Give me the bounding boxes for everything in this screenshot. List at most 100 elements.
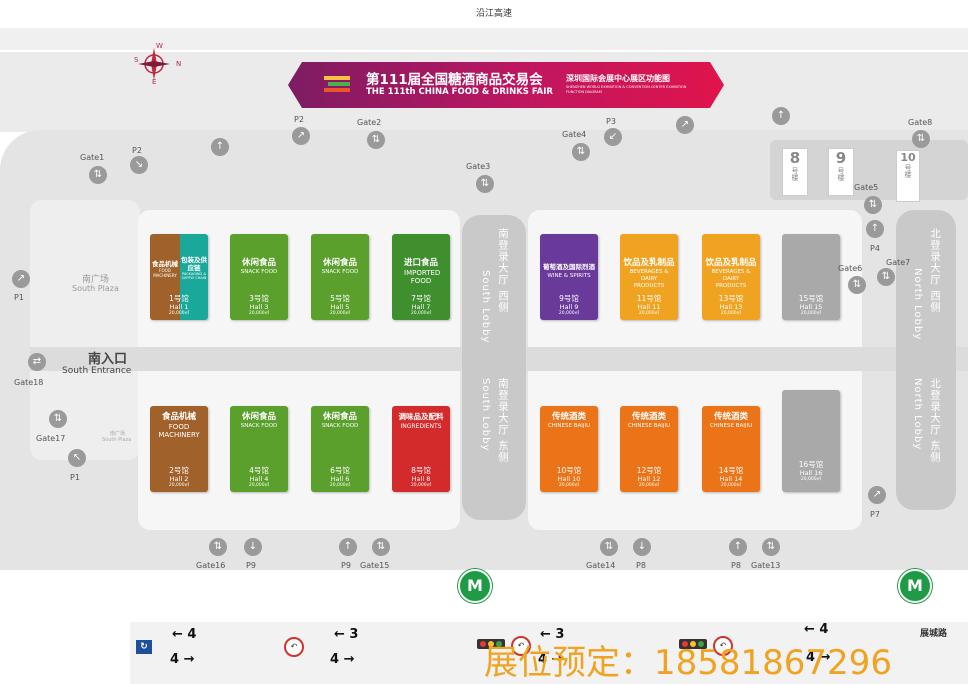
hall-8-en: INGREDIENTS bbox=[400, 423, 442, 430]
hall-5-cn: 休闲食品 bbox=[322, 258, 357, 268]
gate16-icon[interactable]: ⇅ bbox=[209, 538, 227, 556]
south-lobby-east-en: South Lobby bbox=[480, 378, 491, 452]
hall-1[interactable]: 食品机械 FOOD MACHINERY 包装及供应链 PACKAGING & S… bbox=[150, 234, 208, 320]
hall-1-number: 1号馆 bbox=[169, 294, 189, 303]
compass-w: W bbox=[156, 42, 163, 50]
gate6-icon[interactable]: ⇅ bbox=[848, 276, 866, 294]
metro-icon[interactable]: M bbox=[458, 569, 492, 603]
parking-up-icon-1[interactable]: ↑ bbox=[211, 138, 229, 156]
hall-7[interactable]: 进口食品 IMPORTED FOOD 7号馆 Hall 7 20,000㎡ bbox=[392, 234, 450, 320]
lane-4-count: 4 bbox=[330, 652, 340, 667]
gate4-icon[interactable]: ⇅ bbox=[572, 143, 590, 161]
parking-p2b-label: P2 bbox=[294, 115, 304, 124]
hall-14[interactable]: 传统酒类 CHINESE BAIJIU 14号馆 Hall 14 20,000㎡ bbox=[702, 406, 760, 492]
gate1-icon[interactable]: ⇅ bbox=[89, 166, 107, 184]
hall-3-name: Hall 3 bbox=[249, 303, 269, 311]
gate8-label: Gate8 bbox=[908, 118, 933, 127]
hall-6[interactable]: 休闲食品 SNACK FOOD 6号馆 Hall 6 20,000㎡ bbox=[311, 406, 369, 492]
hall-8-number: 8号馆 bbox=[411, 466, 431, 475]
gate18-icon[interactable]: ⇄ bbox=[28, 353, 46, 371]
gate16-label: Gate16 bbox=[196, 561, 226, 570]
hall-14-en: CHINESE BAIJIU bbox=[709, 423, 753, 429]
gate7-icon[interactable]: ⇅ bbox=[877, 268, 895, 286]
hall-6-name: Hall 6 bbox=[330, 475, 350, 483]
gate15-icon[interactable]: ⇅ bbox=[372, 538, 390, 556]
hall-9[interactable]: 葡萄酒及国际烈酒 WINE & SPIRITS 9号馆 Hall 9 20,00… bbox=[540, 234, 598, 320]
parking-p8b-label: P8 bbox=[731, 561, 741, 570]
gate8-icon[interactable]: ⇅ bbox=[912, 130, 930, 148]
parking-p3-icon[interactable]: ↙ bbox=[604, 128, 622, 146]
gate3-icon[interactable]: ⇅ bbox=[476, 175, 494, 193]
metro-icon-east[interactable]: M bbox=[898, 569, 932, 603]
gate17-label: Gate17 bbox=[36, 434, 66, 443]
gate4-label: Gate4 bbox=[562, 130, 587, 139]
hall-3-cn: 休闲食品 bbox=[241, 258, 276, 268]
hall-2[interactable]: 食品机械 FOOD MACHINERY 2号馆 Hall 2 20,000㎡ bbox=[150, 406, 208, 492]
gate13-icon[interactable]: ⇅ bbox=[762, 538, 780, 556]
building-9-label: 号楼 bbox=[837, 167, 845, 181]
gate5-icon[interactable]: ⇅ bbox=[864, 196, 882, 214]
hall-3-area: 20,000㎡ bbox=[248, 311, 270, 316]
lane-2: 4 → bbox=[170, 652, 195, 667]
hall-13[interactable]: 饮品及乳制品 BEVERAGES & DAIRY PRODUCTS 13号馆 H… bbox=[702, 234, 760, 320]
south-entrance-en: South Entrance bbox=[62, 366, 132, 376]
hall-4[interactable]: 休闲食品 SNACK FOOD 4号馆 Hall 4 20,000㎡ bbox=[230, 406, 288, 492]
hall-9-number: 9号馆 bbox=[559, 294, 579, 303]
hall-6-cn: 休闲食品 bbox=[322, 412, 357, 422]
gate2-icon[interactable]: ⇅ bbox=[367, 131, 385, 149]
north-lobby-east-en: North Lobby bbox=[912, 378, 923, 451]
hall-6-area: 20,000㎡ bbox=[329, 483, 351, 488]
south-entrance-cn: 南入口 bbox=[88, 352, 128, 367]
hall-6-en: SNACK FOOD bbox=[321, 423, 359, 429]
parking-p7-label: P7 bbox=[870, 510, 880, 519]
hall-1-packaging: 包装及供应链 PACKAGING & SUPPLY CHAIN bbox=[180, 234, 208, 320]
building-9: 9 号楼 bbox=[828, 148, 854, 196]
hall-15[interactable]: 15号馆 Hall 15 20,000㎡ bbox=[782, 234, 840, 320]
banner-subtitle-en: SHENZHEN WORLD EXHIBITION & CONVENTION C… bbox=[566, 85, 687, 94]
hall-16[interactable]: 16号馆 Hall 16 20,000㎡ bbox=[782, 390, 840, 492]
gate14-icon[interactable]: ⇅ bbox=[600, 538, 618, 556]
hall-9-en: WINE & SPIRITS bbox=[547, 273, 591, 279]
hall-14-number: 14号馆 bbox=[718, 466, 744, 475]
building-8: 8 号楼 bbox=[782, 148, 808, 196]
hall-7-number: 7号馆 bbox=[411, 294, 431, 303]
parking-p9b-icon[interactable]: ↑ bbox=[339, 538, 357, 556]
hall-9-area: 20,000㎡ bbox=[558, 311, 580, 316]
top-road bbox=[0, 28, 968, 50]
hall-8[interactable]: 调味品及配料 INGREDIENTS 8号馆 Hall 8 20,000㎡ bbox=[392, 406, 450, 492]
hall-11[interactable]: 饮品及乳制品 BEVERAGES & DAIRY PRODUCTS 11号馆 H… bbox=[620, 234, 678, 320]
gate7-label: Gate7 bbox=[886, 258, 911, 267]
parking-p2a-icon[interactable]: ↘ bbox=[130, 156, 148, 174]
hall-12[interactable]: 传统酒类 CHINESE BAIJIU 12号馆 Hall 12 20,000㎡ bbox=[620, 406, 678, 492]
hall-5[interactable]: 休闲食品 SNACK FOOD 5号馆 Hall 5 20,000㎡ bbox=[311, 234, 369, 320]
hall-1-food-machinery: 食品机械 FOOD MACHINERY bbox=[150, 234, 180, 320]
parking-p9a-icon[interactable]: ↓ bbox=[244, 538, 262, 556]
parking-p4-icon[interactable]: ↑ bbox=[866, 220, 884, 238]
hall-4-area: 20,000㎡ bbox=[248, 483, 270, 488]
hall-13-number: 13号馆 bbox=[718, 294, 744, 303]
hall-14-cn: 传统酒类 bbox=[713, 412, 748, 422]
hall-5-area: 20,000㎡ bbox=[329, 311, 351, 316]
hall-13-name: Hall 13 bbox=[719, 303, 743, 311]
parking-up-icon-2[interactable]: ↗ bbox=[676, 116, 694, 134]
parking-p1b-icon[interactable]: ↖ bbox=[68, 449, 86, 467]
gate18-label: Gate18 bbox=[14, 378, 44, 387]
north-lobby-west-label: 北登录大厅 西侧 bbox=[929, 228, 941, 313]
traffic-light-icon-2 bbox=[679, 639, 707, 649]
parking-p8a-icon[interactable]: ↓ bbox=[633, 538, 651, 556]
hall-3[interactable]: 休闲食品 SNACK FOOD 3号馆 Hall 3 20,000㎡ bbox=[230, 234, 288, 320]
parking-p9a-label: P9 bbox=[246, 561, 256, 570]
gate17-icon[interactable]: ⇅ bbox=[49, 410, 67, 428]
parking-p7-icon[interactable]: ↗ bbox=[868, 486, 886, 504]
parking-p2b-icon[interactable]: ↗ bbox=[292, 127, 310, 145]
hall-9-cn: 葡萄酒及国际烈酒 bbox=[543, 263, 595, 271]
hall-11-area: 20,000㎡ bbox=[638, 311, 660, 316]
banner-subtitle-cn: 深圳国际会展中心展区功能图 bbox=[566, 74, 670, 83]
parking-up-icon-3[interactable]: ↑ bbox=[772, 107, 790, 125]
hall-8-cn: 调味品及配料 bbox=[398, 412, 444, 421]
parking-p8b-icon[interactable]: ↑ bbox=[729, 538, 747, 556]
parking-p1a-icon[interactable]: ↗ bbox=[12, 270, 30, 288]
hall-10[interactable]: 传统酒类 CHINESE BAIJIU 10号馆 Hall 10 20,000㎡ bbox=[540, 406, 598, 492]
no-u-turn-icon-2: ↶ bbox=[511, 636, 531, 656]
south-lobby-east-label: 南登录大厅 东侧 bbox=[497, 378, 509, 463]
